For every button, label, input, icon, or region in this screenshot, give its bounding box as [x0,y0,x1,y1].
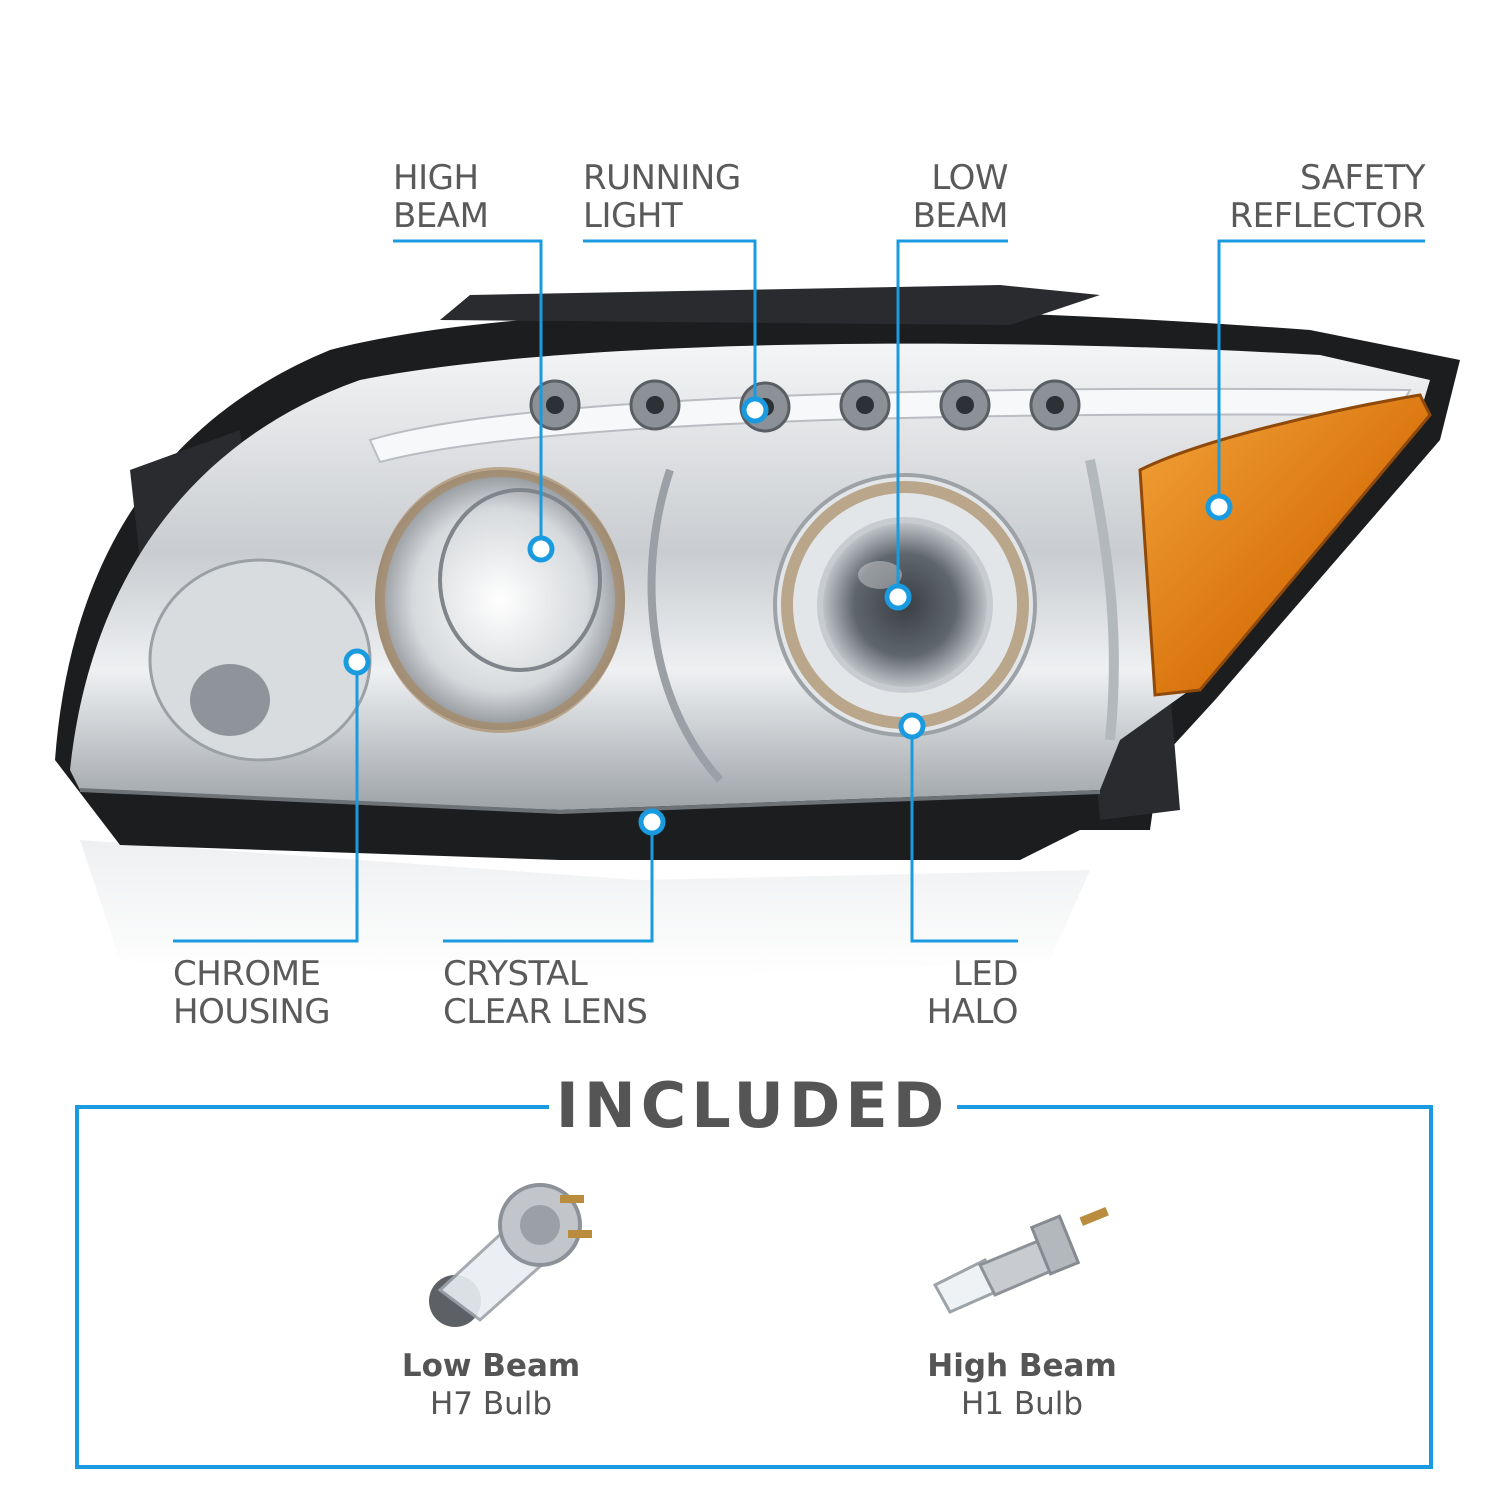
bulb-name-low-beam: Low Beam [401,1348,581,1384]
bulb-caption-low-beam: Low Beam H7 Bulb [321,1347,661,1423]
low-beam-leader [896,239,1008,597]
amber-safety-reflector [1138,393,1432,697]
included-title: INCLUDED [555,1069,950,1142]
running-light-dot [741,396,769,424]
callout-high-beam-line-1: HIGH [393,158,479,198]
safety-reflector-dot [1205,493,1233,521]
high-beam-leader [393,239,543,549]
crystal-clear-lens-leader [443,822,654,943]
callout-led-halo-line-2: HALO [926,992,1019,1032]
chrome-housing-leader [173,662,359,943]
callout-chrome-housing-line-2: HOUSING [173,992,331,1032]
chrome-housing-dot [343,648,371,676]
high-beam-dot [527,535,555,563]
callout-chrome-housing-line-1: CHROME [173,954,321,994]
lens-bottom-edge [79,788,1101,815]
callout-crystal-clear-lens: CRYSTAL CLEAR LENS [443,954,648,1032]
chrome-rib-right [1085,459,1119,741]
callout-led-halo-line-1: LED [952,954,1019,994]
high-beam-reflector [375,467,625,733]
led-halo-leader [910,726,1018,943]
led-halo-dot [898,712,926,740]
callout-low-beam: LOW BEAM [858,158,1009,236]
callout-safety-reflector: SAFETY REFLECTOR [1195,158,1426,236]
bulb-type-h1: H1 Bulb [960,1386,1084,1422]
callout-high-beam: HIGH BEAM [393,158,489,236]
mounting-bracket [440,285,1100,325]
callout-crystal-clear-lens-line-2: CLEAR LENS [443,992,648,1032]
h7-bulb-image [429,1183,592,1327]
bulb-caption-high-beam: High Beam H1 Bulb [852,1347,1192,1423]
running-light-leader [583,239,757,410]
chrome-side-reflector [148,558,372,762]
headlight-reflection [80,840,1090,980]
callout-dots [343,396,1233,836]
callout-chrome-housing: CHROME HOUSING [173,954,331,1032]
callout-running-light-line-2: LIGHT [583,196,683,236]
callout-safety-reflector-line-1: SAFETY [1299,158,1426,198]
callout-crystal-clear-lens-line-1: CRYSTAL [443,954,588,994]
callout-running-light: RUNNING LIGHT [583,159,741,235]
chrome-side-bulb-port [190,664,270,736]
callout-running-light-line-1: RUNNING [583,158,741,198]
callout-low-beam-line-2: BEAM [912,196,1009,236]
low-beam-dot [884,583,912,611]
bulb-type-h7: H7 Bulb [429,1386,553,1422]
bulb-name-high-beam: High Beam [927,1348,1117,1384]
safety-reflector-leader [1217,239,1425,507]
callout-safety-reflector-line-2: REFLECTOR [1229,196,1426,236]
callout-high-beam-line-2: BEAM [393,196,489,236]
callout-low-beam-line-1: LOW [931,158,1008,198]
included-box-frame [75,1105,1433,1469]
callout-lines [173,239,1425,943]
chrome-rib [647,468,723,783]
callout-led-halo: LED HALO [868,954,1019,1032]
crystal-clear-lens-dot [638,808,666,836]
h1-bulb-image [932,1207,1109,1314]
